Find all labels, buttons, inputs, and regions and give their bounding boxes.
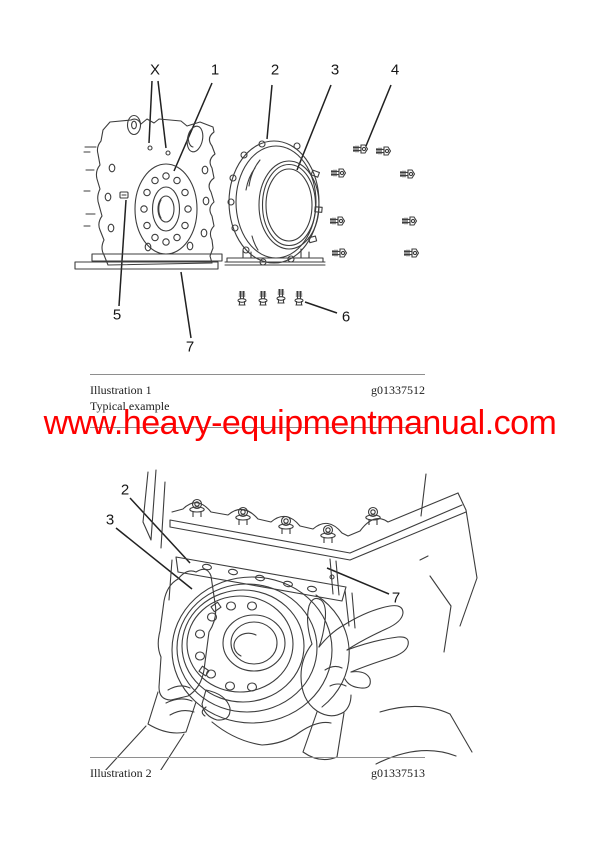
engine-block-drawing xyxy=(74,114,223,270)
illustration-2-drawing xyxy=(105,469,478,770)
callout-1-label: 1 xyxy=(210,61,220,79)
illustration-1-figure-code: g01337512 xyxy=(371,383,425,397)
divider-line-1 xyxy=(90,374,425,375)
illustration-2-caption-row: Illustration 2 g01337513 xyxy=(90,766,425,781)
callout-4-label: 4 xyxy=(390,61,400,79)
seal-carrier-drawing xyxy=(224,140,326,266)
divider-line-2 xyxy=(90,427,425,428)
callout-6-label: 6 xyxy=(341,308,351,326)
callout-7-label: 7 xyxy=(185,338,195,356)
callout-5-label: 5 xyxy=(112,306,122,324)
callout-x-label: X xyxy=(149,61,161,79)
callout-3-label: 3 xyxy=(330,61,340,79)
illustration-1-caption: Illustration 1 xyxy=(90,383,152,397)
divider-line-3 xyxy=(90,757,425,758)
illustration-1-drawing xyxy=(74,80,420,339)
illustration-2-caption: Illustration 2 xyxy=(90,766,152,780)
rail-bolts xyxy=(189,498,381,544)
seal-carrier-drum xyxy=(171,576,350,724)
callout-7-label: 7 xyxy=(391,589,401,607)
mounting-bolts xyxy=(329,144,420,258)
setscrews xyxy=(237,288,304,306)
engine-block-drawing xyxy=(142,469,478,653)
illustration-1-caption-row: Illustration 1 g01337512 xyxy=(90,383,425,398)
illustration-2-figure-code: g01337513 xyxy=(371,766,425,780)
leader-lines xyxy=(115,497,390,595)
callout-2-label: 2 xyxy=(270,61,280,79)
illustration-1-note: Typical example xyxy=(90,399,170,413)
carrier-plate xyxy=(175,556,356,629)
callout-2-label: 2 xyxy=(120,481,130,499)
watermark-text: www.heavy-equipmentmanual.com xyxy=(43,404,557,442)
illustration-2: 2 3 7 xyxy=(0,460,600,770)
callout-3-label: 3 xyxy=(105,511,115,529)
hands-drawing xyxy=(105,568,473,770)
illustration-1: X 1 2 3 4 5 7 6 xyxy=(0,40,600,380)
